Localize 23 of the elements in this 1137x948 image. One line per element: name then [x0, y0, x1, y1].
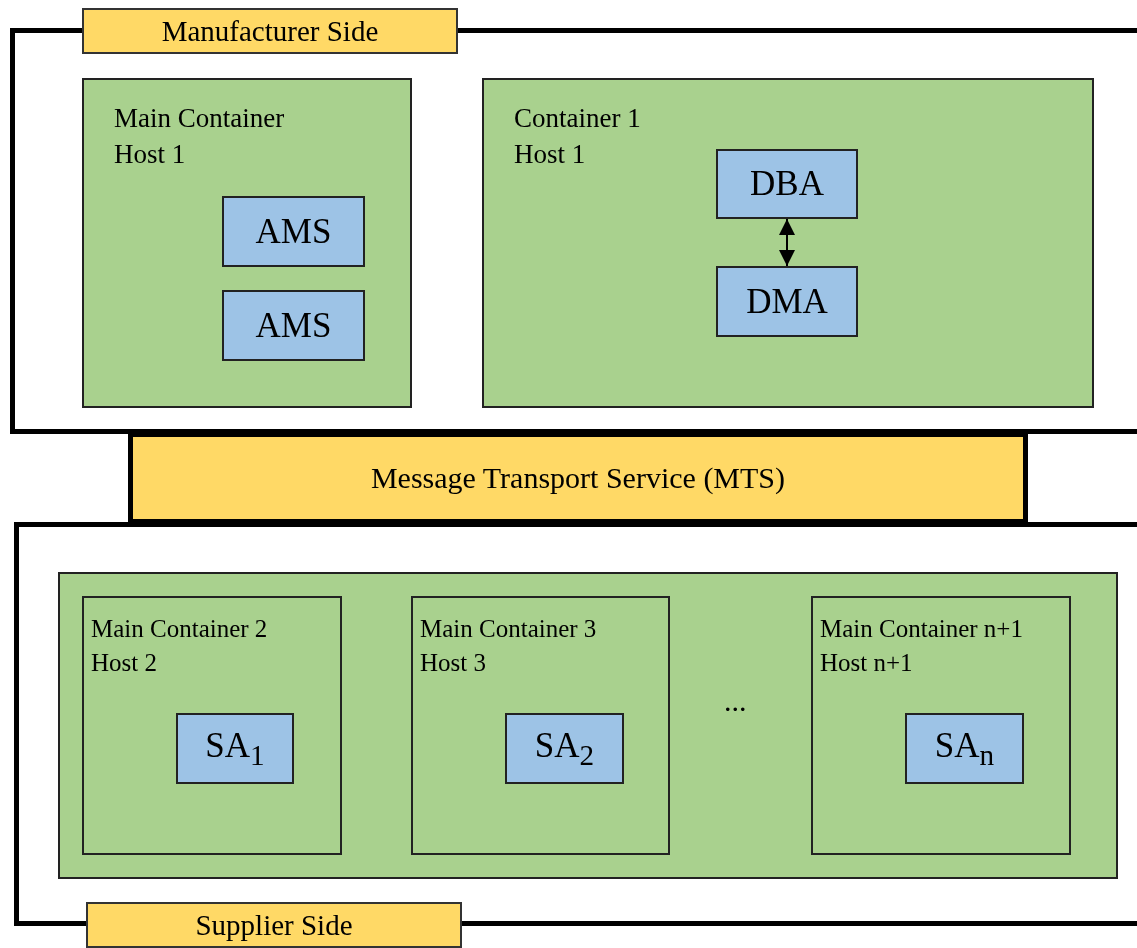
ellipsis-label: ... — [724, 684, 747, 718]
container-box — [82, 596, 342, 855]
agent-box: SA$_{n}$ — [905, 713, 1024, 784]
agent-box: AMS — [222, 196, 365, 267]
container-box — [811, 596, 1071, 855]
double-arrow — [779, 218, 795, 267]
side-label: Supplier Side — [86, 902, 462, 948]
container-title: Main Container 2 Host 2 — [91, 614, 269, 678]
container-box — [482, 78, 1094, 408]
agent-box: DMA — [716, 266, 858, 337]
agent-box: SA$_{2}$ — [505, 713, 624, 784]
agent-box: SA$_{1}$ — [176, 713, 294, 784]
container-title: Main Container 3 Host 3 — [420, 614, 598, 678]
host-panel — [58, 572, 1118, 879]
container-title: Main Container n+1 Host n+1 — [820, 614, 1024, 678]
container-title: Main Container Host 1 — [114, 102, 286, 172]
side-label: Manufacturer Side — [82, 8, 458, 54]
agent-box: DBA — [716, 149, 858, 219]
container-box — [82, 78, 412, 408]
container-title: Container 1 Host 1 — [514, 102, 642, 172]
transport-bar: Message Transport Service (MTS) — [128, 432, 1028, 524]
agent-box: AMS — [222, 290, 365, 361]
container-box — [411, 596, 670, 855]
